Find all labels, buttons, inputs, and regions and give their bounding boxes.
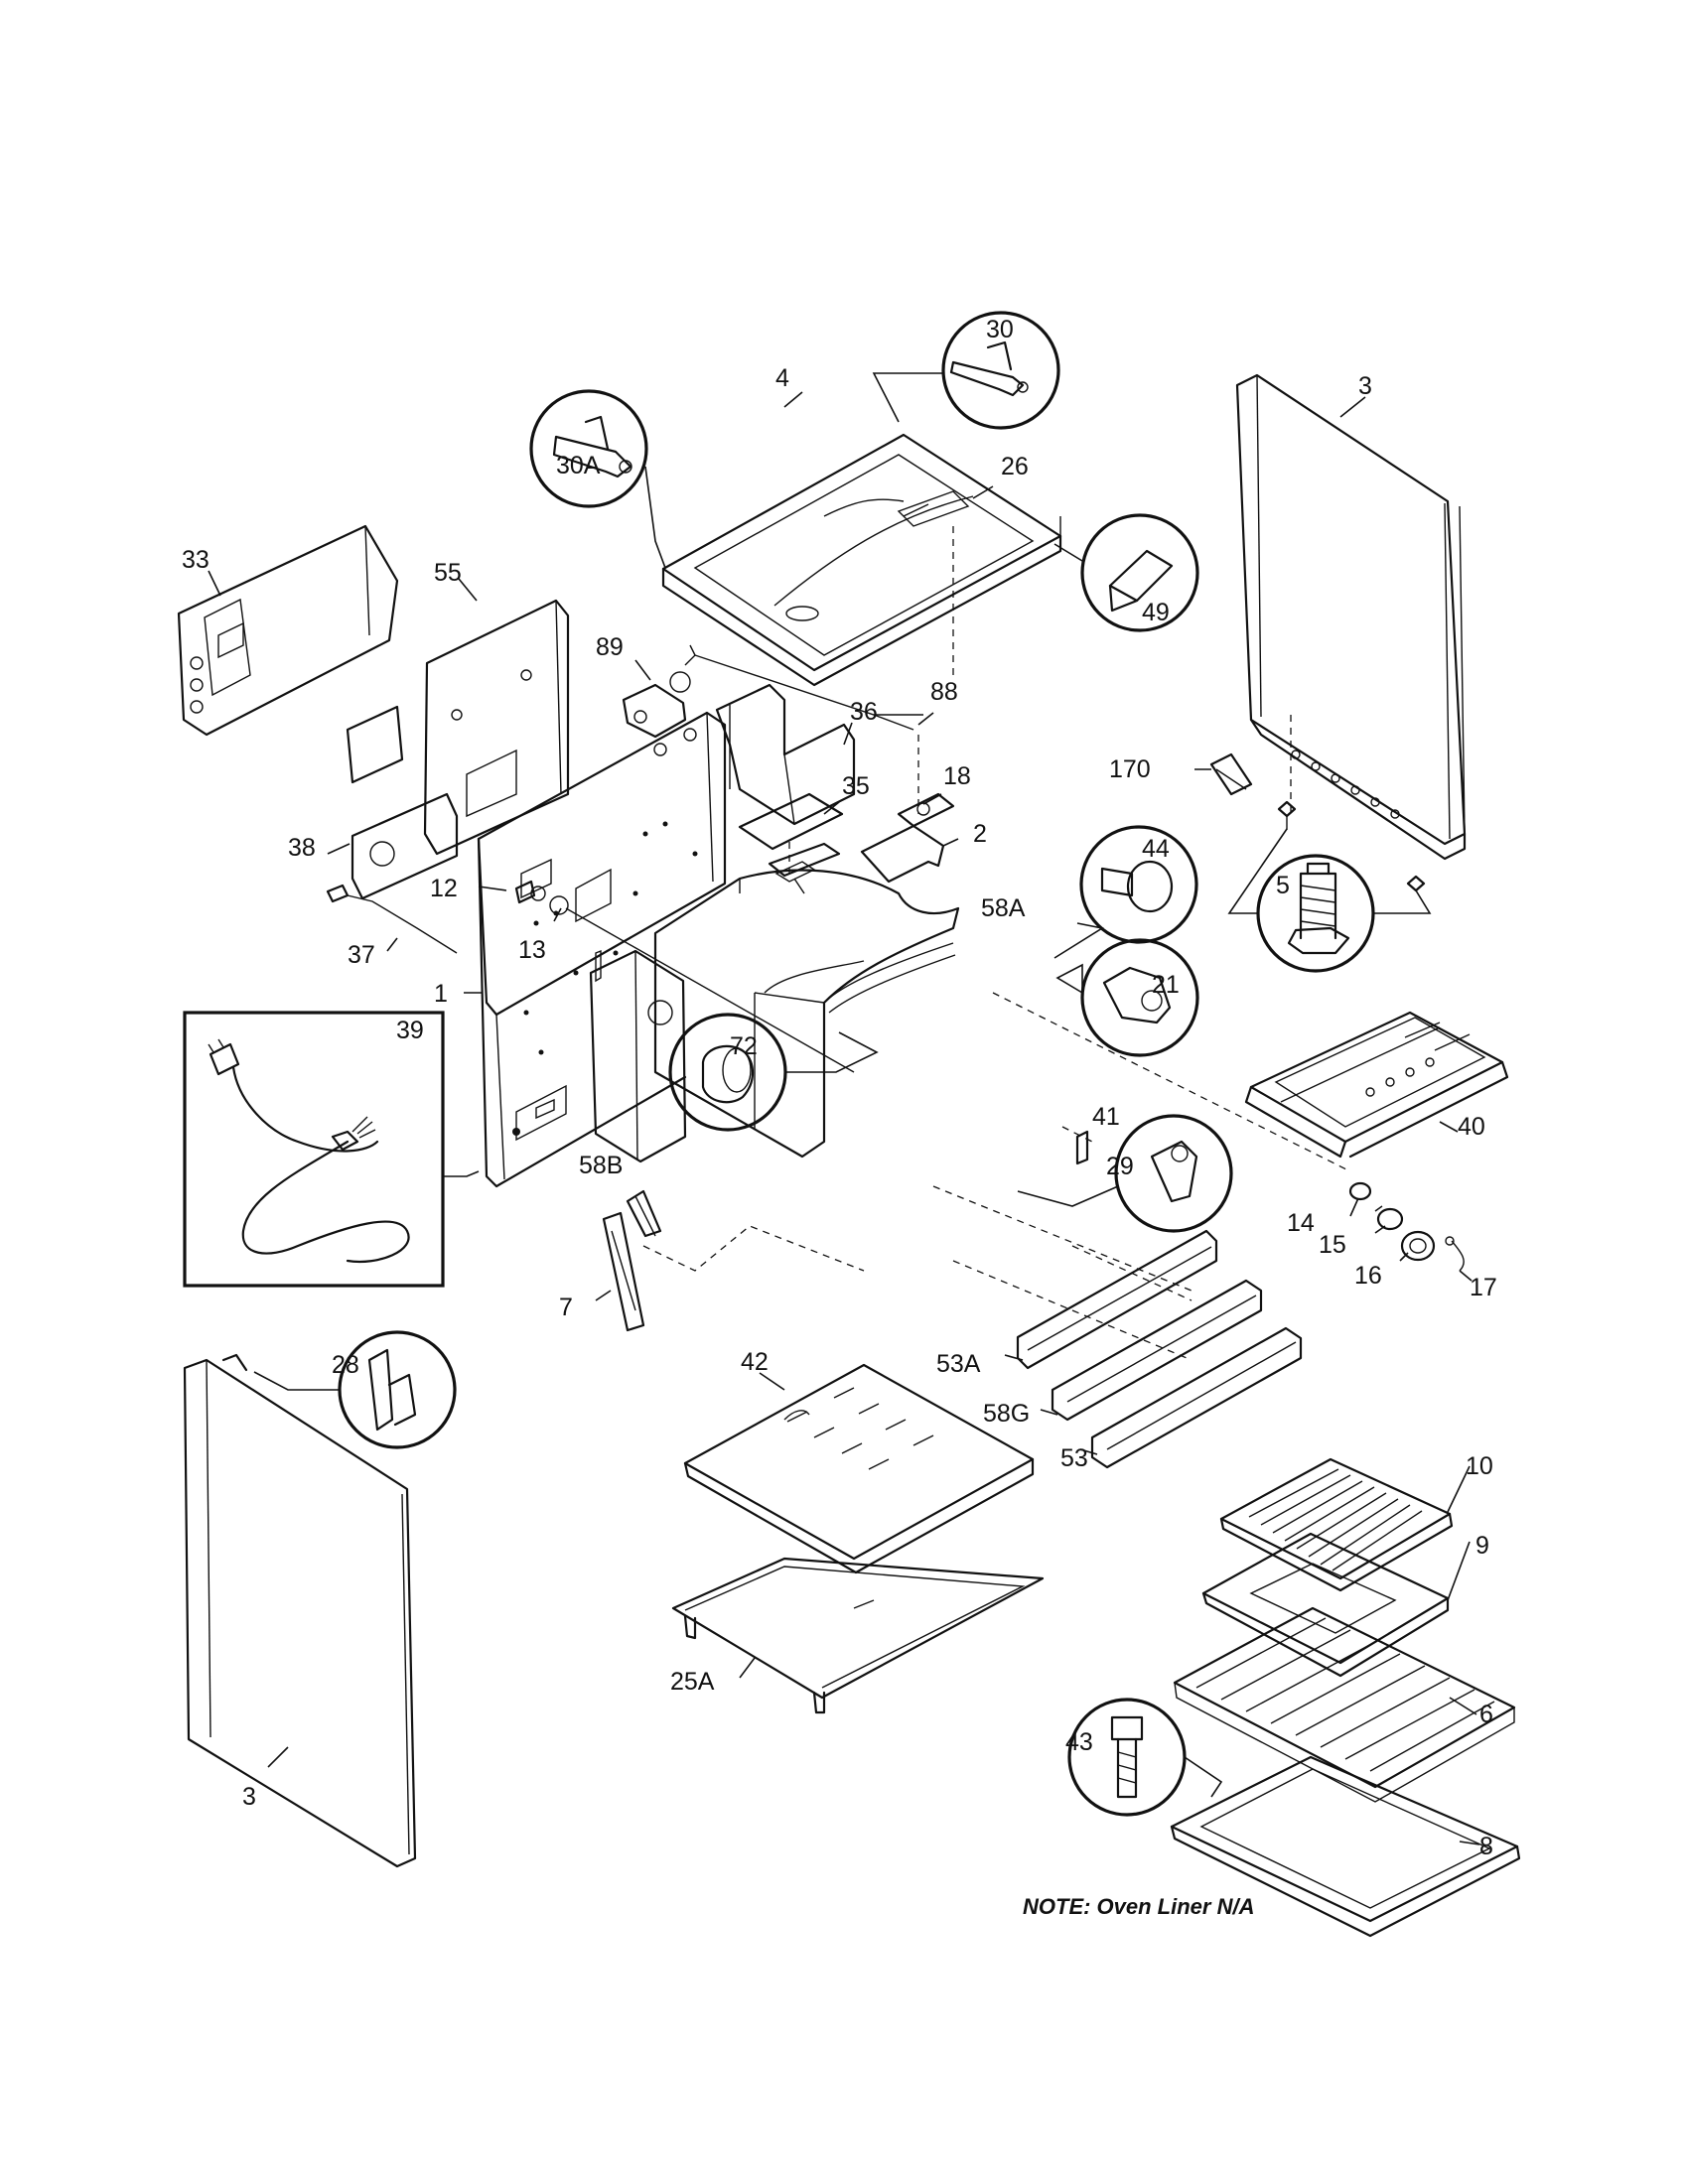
label-89: 89 — [596, 633, 624, 661]
label-58A: 58A — [981, 894, 1026, 922]
label-58B: 58B — [579, 1152, 623, 1179]
label-55: 55 — [434, 559, 462, 587]
label-3-top: 3 — [1358, 372, 1372, 400]
label-58G: 58G — [983, 1400, 1030, 1428]
label-8: 8 — [1479, 1833, 1493, 1860]
label-7: 7 — [559, 1294, 573, 1321]
side-panel-right — [1235, 373, 1467, 861]
brackets-18-2 — [860, 792, 955, 884]
part-labels: 1 2 3 3 4 5 6 7 8 9 10 12 13 14 15 16 17… — [182, 316, 1497, 1919]
clip-41 — [1061, 1126, 1093, 1165]
label-53A: 53A — [936, 1350, 981, 1378]
label-6: 6 — [1479, 1701, 1493, 1728]
label-39: 39 — [396, 1017, 424, 1044]
label-16: 16 — [1354, 1262, 1382, 1290]
frame-25A — [671, 1557, 1045, 1714]
label-12: 12 — [430, 875, 458, 902]
label-49: 49 — [1142, 599, 1170, 626]
label-13: 13 — [518, 936, 546, 964]
oven-rack-6 — [1173, 1606, 1516, 1803]
label-28: 28 — [332, 1351, 359, 1379]
label-9: 9 — [1475, 1532, 1489, 1560]
oven-bottom-42 — [683, 1363, 1035, 1574]
plate-35 — [738, 792, 844, 883]
label-17: 17 — [1470, 1274, 1497, 1301]
heat-shield-33 — [177, 524, 399, 737]
knob-44-callout — [1053, 825, 1198, 959]
broil-pan-9 — [1201, 1532, 1450, 1678]
leader-lines — [208, 391, 1480, 1845]
label-4: 4 — [775, 364, 789, 392]
label-30: 30 — [986, 316, 1014, 343]
clip-29-callout — [1017, 1114, 1233, 1233]
label-35: 35 — [842, 772, 870, 800]
label-42: 42 — [741, 1348, 769, 1376]
side-panel-left — [183, 1353, 417, 1868]
bracket-30-callout — [872, 311, 1060, 430]
oven-liner-note: NOTE: Oven Liner N/A — [1023, 1894, 1254, 1919]
label-5: 5 — [1276, 872, 1290, 899]
label-3-bottom: 3 — [242, 1783, 256, 1811]
sensor-12-13 — [514, 880, 855, 1073]
label-21: 21 — [1152, 971, 1180, 999]
panel-55 — [423, 599, 570, 856]
vent-26 — [903, 503, 929, 517]
bracket-30A-callout — [529, 389, 666, 569]
label-170: 170 — [1109, 755, 1151, 783]
hinge-7 — [602, 1189, 662, 1332]
label-72: 72 — [730, 1032, 758, 1060]
label-53: 53 — [1060, 1444, 1088, 1472]
main-frame-1 — [477, 711, 727, 1188]
label-37: 37 — [348, 941, 375, 969]
label-38: 38 — [288, 834, 316, 862]
clip-21-callout — [1055, 938, 1199, 1057]
label-43: 43 — [1065, 1728, 1093, 1756]
label-25A: 25A — [670, 1668, 715, 1696]
screw-43-callout — [1067, 1698, 1223, 1817]
label-29: 29 — [1106, 1153, 1134, 1180]
label-18: 18 — [943, 762, 971, 790]
wire-37 — [326, 884, 458, 954]
label-26: 26 — [1001, 453, 1029, 480]
label-1: 1 — [434, 980, 448, 1008]
label-30A: 30A — [556, 452, 601, 479]
duct-36 — [715, 683, 856, 826]
oven-wrapper-58A — [653, 842, 960, 1159]
label-14: 14 — [1287, 1209, 1315, 1237]
switch-89 — [622, 644, 923, 814]
support-40 — [1244, 1011, 1509, 1159]
oven-liner-8 — [1170, 1755, 1521, 1938]
insulation-58B — [589, 949, 687, 1163]
label-88: 88 — [930, 678, 958, 706]
label-41: 41 — [1092, 1103, 1120, 1131]
lamp-parts — [1348, 1181, 1465, 1272]
rails — [1016, 1229, 1303, 1469]
clip-28-callout — [253, 1330, 457, 1449]
label-44: 44 — [1142, 835, 1170, 863]
label-10: 10 — [1466, 1452, 1493, 1480]
insulation-72-callout — [668, 1013, 879, 1132]
leveling-leg-callout — [1227, 828, 1432, 973]
clip-49-callout — [1053, 513, 1199, 632]
top-panel — [661, 433, 1062, 687]
broil-grid-10 — [1219, 1457, 1454, 1592]
insulation-38 — [346, 705, 459, 900]
label-15: 15 — [1319, 1231, 1346, 1259]
label-40: 40 — [1458, 1113, 1485, 1141]
bracket-170 — [1209, 752, 1426, 892]
label-2: 2 — [973, 820, 987, 848]
label-33: 33 — [182, 546, 210, 574]
label-36: 36 — [850, 698, 878, 726]
power-cord-box-39 — [183, 1011, 480, 1288]
